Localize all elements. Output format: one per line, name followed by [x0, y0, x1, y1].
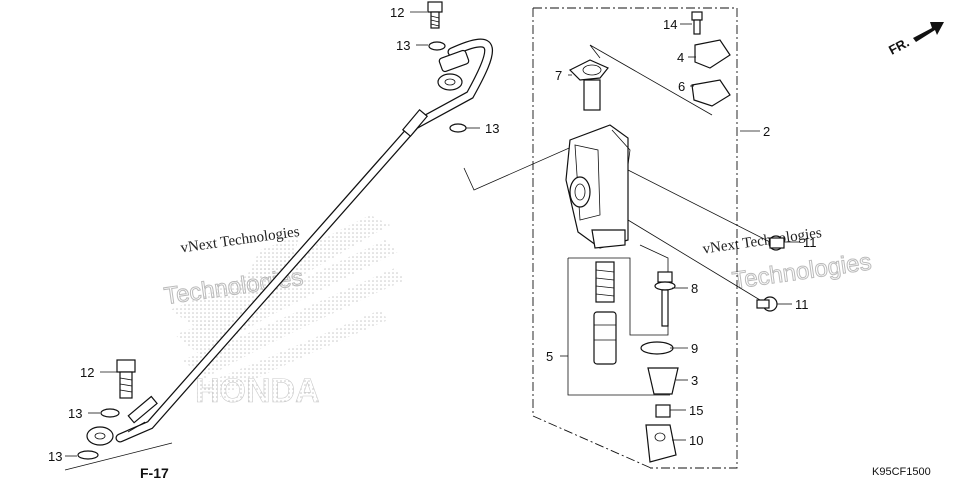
push-rod [654, 271, 676, 327]
callout-10: 10 [689, 433, 703, 448]
honda-logo-text: HONDA [195, 372, 320, 410]
upper-banjo-fitting [437, 49, 470, 91]
reference-line [64, 442, 173, 471]
front-arrow-icon [913, 22, 944, 42]
callout-6: 6 [678, 79, 685, 94]
brake-hose [115, 38, 493, 443]
callout-8: 8 [691, 281, 698, 296]
callout-11-upper: 11 [803, 235, 817, 250]
banjo-bolt-upper [427, 1, 443, 29]
callout-leaders [65, 11, 800, 457]
callout-13-lower-b: 13 [48, 449, 62, 464]
diagram-code: K95CF1500 [872, 466, 931, 478]
callout-4: 4 [677, 50, 684, 65]
callout-15: 15 [689, 403, 703, 418]
callout-11-lower: 11 [795, 297, 809, 312]
honda-wing-logo: HONDA [170, 215, 405, 410]
callout-12-lower: 12 [80, 365, 94, 380]
callout-13-hose: 13 [485, 121, 499, 136]
callout-3: 3 [691, 373, 698, 388]
sealing-washer [449, 123, 467, 133]
master-cylinder-body [565, 124, 631, 249]
callout-13-lower-a: 13 [68, 406, 82, 421]
sealing-washer [77, 450, 99, 460]
return-spring [595, 261, 615, 303]
callout-2: 2 [763, 124, 770, 139]
callout-12-upper: 12 [390, 5, 404, 20]
lock-nut [655, 404, 671, 418]
sealing-washer [100, 408, 120, 418]
clevis [645, 424, 677, 463]
callout-13-upper: 13 [396, 38, 410, 53]
figure-reference-link[interactable]: F-17 [140, 465, 169, 481]
piston-assembly [593, 311, 617, 365]
boot [647, 367, 679, 395]
banjo-bolt-lower [116, 359, 136, 399]
sealing-washer [428, 41, 446, 51]
assembly-boundary [532, 7, 738, 469]
callout-14: 14 [663, 17, 677, 32]
callout-9: 9 [691, 341, 698, 356]
mounting-bolt [756, 296, 778, 312]
reservoir-plate [691, 79, 731, 107]
reservoir-joint [568, 59, 609, 111]
piston-group-bracket [567, 244, 670, 396]
lower-banjo-fitting [86, 426, 114, 446]
circlip [640, 341, 674, 355]
callout-5: 5 [546, 349, 553, 364]
mounting-bolt [768, 235, 785, 251]
callout-7: 7 [555, 68, 562, 83]
watermark-right: vNext Technologies Technologies [702, 225, 874, 295]
watermark-text-outline: Technologies [731, 248, 874, 294]
reservoir-cover [694, 39, 731, 69]
front-label: FR. [886, 35, 912, 58]
front-direction-arrow: FR. [886, 22, 944, 58]
cover-bolt [691, 11, 703, 35]
